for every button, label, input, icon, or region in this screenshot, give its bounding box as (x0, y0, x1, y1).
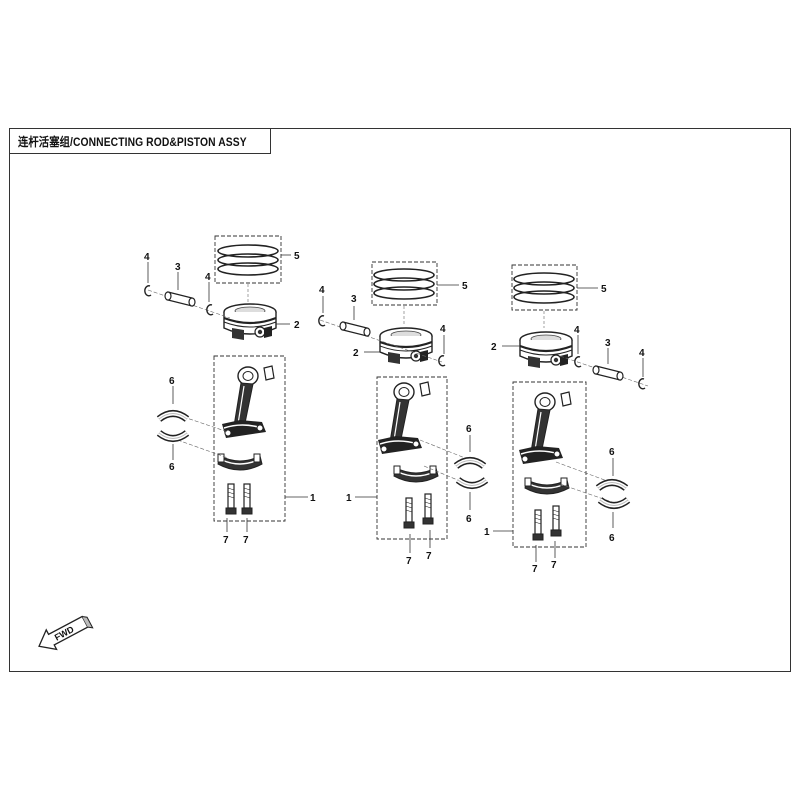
assembly-left: 5 2 4 3 4 1 6 (144, 235, 316, 546)
assembly-middle: 5 2 4 3 4 1 6 (318, 261, 486, 567)
callout-3: 3 (605, 338, 611, 349)
drawing-frame (9, 128, 791, 672)
piston-pin (592, 365, 624, 381)
callout-1: 1 (346, 493, 352, 504)
callout-5: 5 (601, 284, 607, 295)
ring-set-box (511, 264, 578, 311)
rod-bolt (422, 493, 434, 525)
ring-set-box (371, 261, 438, 306)
callout-4: 4 (440, 324, 446, 335)
callout-6: 6 (169, 376, 175, 387)
callout-6: 6 (466, 424, 472, 435)
callout-5: 5 (294, 251, 300, 262)
circlip (574, 356, 582, 368)
rod-bolt (241, 483, 253, 515)
rod-cap (524, 477, 570, 495)
callout-6: 6 (609, 447, 615, 458)
callout-4: 4 (319, 285, 325, 296)
callout-6: 6 (609, 533, 615, 544)
callout-1: 1 (484, 527, 490, 538)
rod-bolt (532, 509, 544, 541)
callout-1: 1 (310, 493, 316, 504)
bearing-shell-upper (456, 461, 484, 467)
piston (378, 326, 434, 366)
piston-pin (339, 321, 371, 337)
callout-5: 5 (462, 281, 468, 292)
circlip (206, 304, 214, 316)
rod-cap (393, 465, 439, 483)
rod-assy-box (213, 355, 286, 522)
callout-7: 7 (426, 551, 432, 562)
callout-3: 3 (351, 294, 357, 305)
rod-bolt (225, 483, 237, 515)
title-box: 连杆活塞组/CONNECTING ROD&PISTON ASSY (9, 128, 271, 154)
callout-2: 2 (491, 342, 497, 353)
piston (222, 302, 278, 342)
piston (518, 330, 574, 370)
piston-rings (513, 272, 575, 304)
callout-4: 4 (205, 272, 211, 283)
axis-line (555, 461, 611, 483)
bearing-shell-upper (159, 414, 187, 420)
callout-6: 6 (169, 462, 175, 473)
rod-bolt (550, 505, 562, 537)
axis-line (419, 439, 471, 461)
callout-4: 4 (639, 348, 645, 359)
ring-set-box (214, 235, 282, 284)
bearing-shell-lower (458, 480, 486, 486)
piston-rings (217, 244, 279, 276)
connecting-rod (221, 365, 275, 439)
callout-7: 7 (223, 535, 229, 546)
callout-4: 4 (144, 252, 150, 263)
bearing-shell-upper (598, 483, 626, 489)
diagram-title: 连杆活塞组/CONNECTING ROD&PISTON ASSY (18, 134, 247, 149)
connecting-rod (518, 391, 572, 465)
rod-bolt (403, 497, 415, 529)
callout-7: 7 (532, 564, 538, 575)
rod-assy-box (376, 376, 448, 540)
bearing-shell-lower (600, 500, 628, 506)
circlip (438, 355, 446, 367)
arrow-shape-icon (38, 615, 89, 651)
callout-7: 7 (406, 556, 412, 567)
callout-4: 4 (574, 325, 580, 336)
callout-6: 6 (466, 514, 472, 525)
callout-2: 2 (353, 348, 359, 359)
piston-pin (164, 291, 196, 307)
assembly-right: 5 2 4 3 4 1 6 (484, 264, 649, 575)
callout-7: 7 (551, 560, 557, 571)
fwd-arrow: FWD (38, 615, 94, 651)
axis-line (171, 437, 229, 459)
callout-7: 7 (243, 535, 249, 546)
callout-2: 2 (294, 320, 300, 331)
connecting-rod (377, 381, 431, 455)
rod-assy-box (512, 381, 587, 548)
bearing-shell-lower (159, 433, 187, 439)
piston-rings (373, 268, 435, 300)
callout-3: 3 (175, 262, 181, 273)
rod-cap (217, 453, 263, 471)
